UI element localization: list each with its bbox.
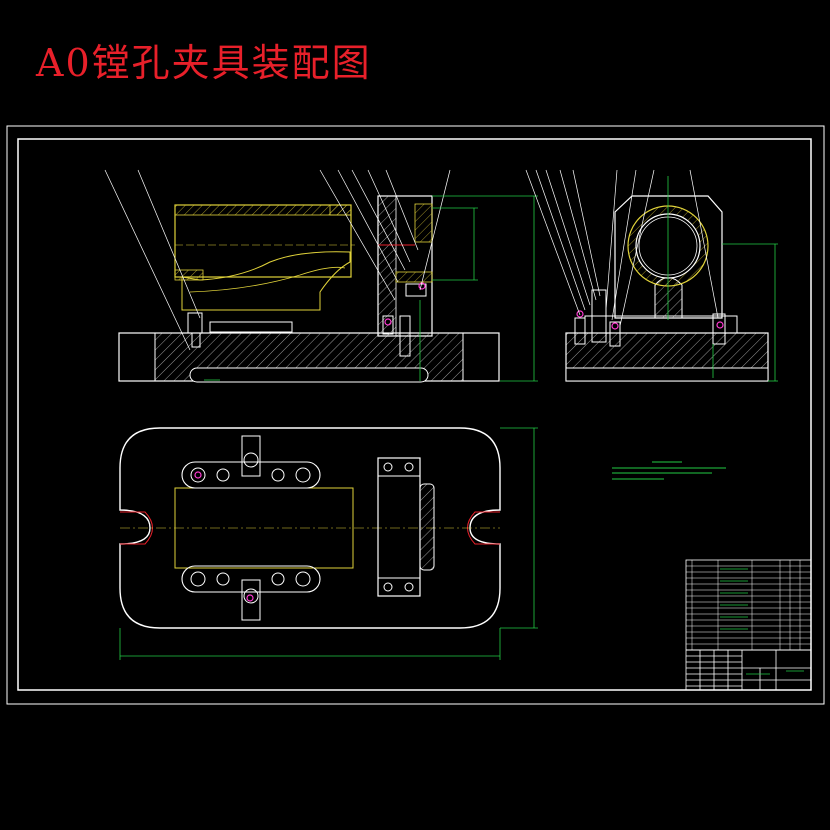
sheet-inner-frame — [17, 138, 812, 691]
side-view — [525, 169, 778, 382]
top-view — [119, 427, 538, 660]
front-view — [104, 169, 538, 383]
title-block-fill-lines — [720, 568, 804, 675]
drawing-title: A0镗孔夹具装配图 — [36, 41, 372, 85]
technical-requirements — [612, 461, 726, 480]
title-block — [685, 559, 812, 691]
sheet-outer-frame — [6, 125, 825, 705]
